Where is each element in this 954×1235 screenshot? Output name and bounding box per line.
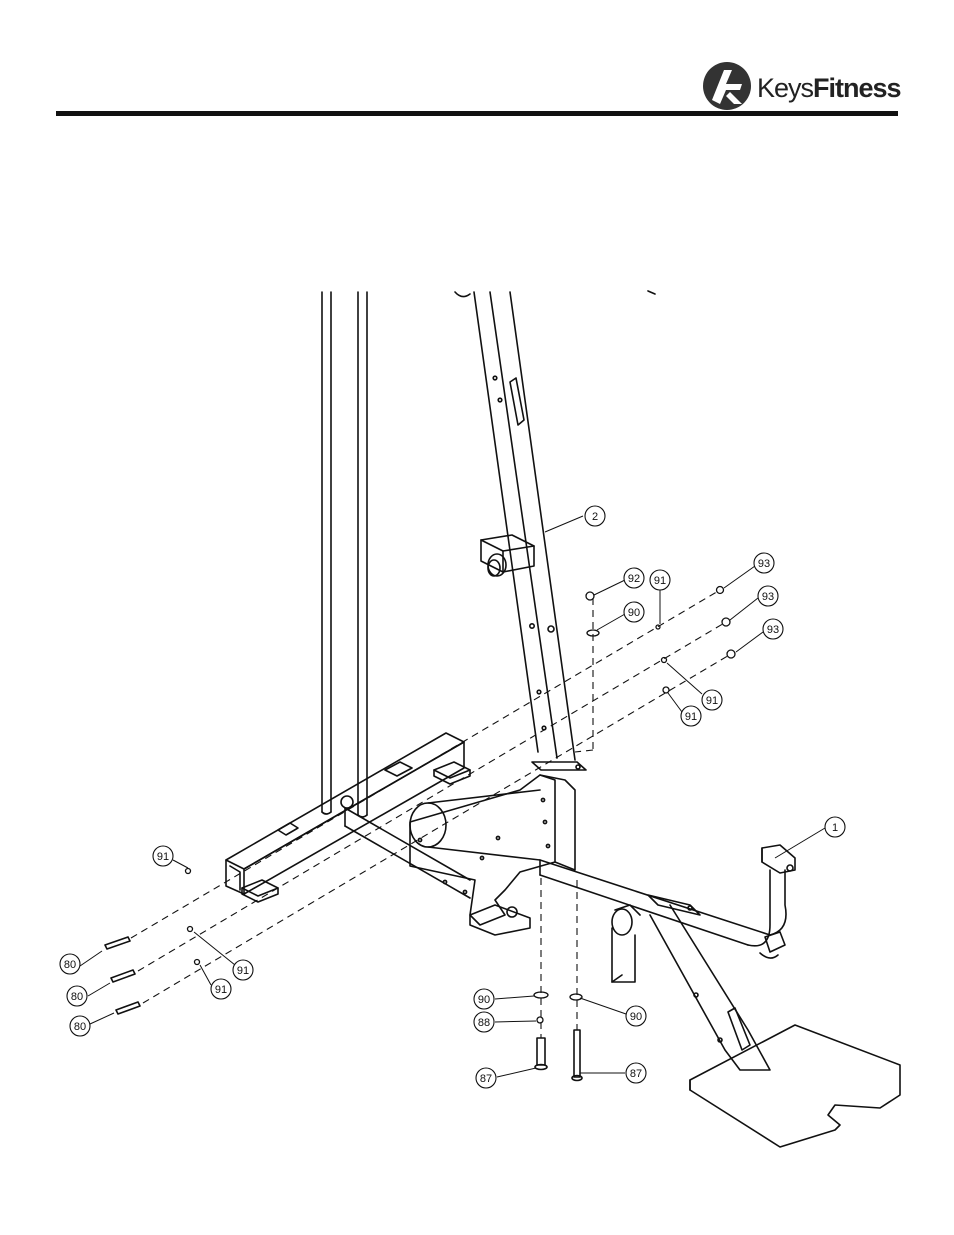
callout-label-93: 93 (758, 558, 770, 570)
callout-label-91: 91 (706, 695, 718, 707)
hardware-bolts (105, 937, 582, 1081)
callout-label-90: 90 (478, 994, 490, 1006)
callout-label-91: 91 (157, 851, 169, 863)
callout-label-2: 2 (592, 511, 598, 523)
assembly-guide-lines (131, 590, 731, 1038)
callout-label-88: 88 (478, 1017, 490, 1029)
callout-label-80: 80 (74, 1021, 86, 1033)
callout-label-87: 87 (630, 1068, 642, 1080)
callout-label-1: 1 (832, 822, 838, 834)
main-frame (540, 845, 900, 1147)
callout-label-91: 91 (215, 984, 227, 996)
guide-rods (322, 292, 367, 817)
hardware-washers (186, 587, 736, 1024)
callout-label-93: 93 (767, 624, 779, 636)
callout-label-92: 92 (628, 573, 640, 585)
upright-frame (455, 291, 655, 770)
callout-labels: 2 1 92 90 91 93 93 93 91 91 91 91 91 80 … (64, 511, 838, 1085)
callout-label-91: 91 (685, 711, 697, 723)
callout-label-91: 91 (237, 965, 249, 977)
callout-label-80: 80 (64, 959, 76, 971)
callout-label-80: 80 (71, 991, 83, 1003)
callout-leaders (80, 516, 825, 1077)
callout-label-90: 90 (630, 1011, 642, 1023)
callout-label-90: 90 (628, 607, 640, 619)
callout-label-93: 93 (762, 591, 774, 603)
callout-label-91: 91 (654, 575, 666, 587)
callout-label-87: 87 (480, 1073, 492, 1085)
callouts (60, 506, 845, 1088)
left-base-frame (226, 733, 575, 935)
